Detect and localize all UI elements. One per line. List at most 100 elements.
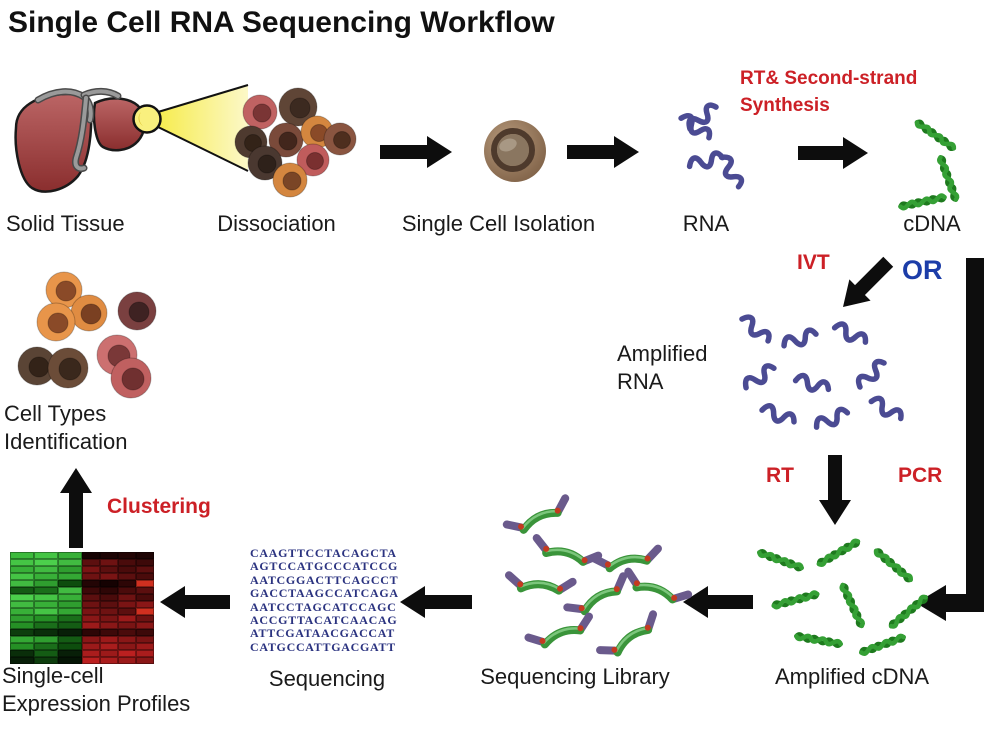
or-elbow-arrow [916,258,984,621]
cdna-helices [900,120,958,208]
heatmap-cell [34,629,58,636]
cell [272,162,308,198]
heatmap-cell [136,566,154,573]
heatmap-cell [100,650,118,657]
heatmap-cell [58,580,82,587]
heatmap-cell [82,580,100,587]
heatmap-cell [82,594,100,601]
liver-illustration [14,87,146,193]
heatmap-cell [10,601,34,608]
amplified-rna-squiggles [739,314,904,432]
heatmap-cell [100,580,118,587]
label-expression-profiles-line1: Single-cell [2,663,104,688]
heatmap-cell [100,552,118,559]
heatmap-cell [82,657,100,664]
heatmap-cell [58,559,82,566]
label-sequencing: Sequencing [268,666,386,691]
heatmap-cell [10,636,34,643]
cell [323,122,357,156]
heatmap-cell [82,629,100,636]
heatmap [10,552,154,664]
heatmap-cell [136,629,154,636]
heatmap-cell [10,650,34,657]
arrow-sequencing-to-profiles [160,586,230,618]
heatmap-cell [118,580,136,587]
label-sequencing-library: Sequencing Library [480,664,670,689]
heatmap-cell [58,566,82,573]
single-cell-illustration [484,120,546,182]
label-rt: RT [766,464,794,487]
heatmap-cell [34,566,58,573]
dissociated-cells [234,87,357,198]
rna-squiggles [678,102,744,189]
label-cell-types-line1: Cell Types [4,401,107,426]
arrow-cdna-to-library [683,586,753,618]
heatmap-cell [58,552,82,559]
heatmap-cell [10,615,34,622]
heatmap-cell [136,601,154,608]
heatmap-cell [34,559,58,566]
heatmap-cell [118,594,136,601]
arrow-rna-to-cdna [798,137,868,169]
rt-down-arrow [819,455,851,525]
label-amplified-rna-line2: RNA [617,368,664,394]
label-cdna: cDNA [903,211,961,236]
heatmap-cell [58,601,82,608]
heatmap-cell [118,587,136,594]
heatmap-cell [10,657,34,664]
arrow-isolation-to-rna [567,136,639,168]
sequencing-read: GACCTAAGCCATCAGA [250,586,399,601]
heatmap-cell [82,552,100,559]
heatmap-cell [82,622,100,629]
heatmap-cell [118,657,136,664]
heatmap-cell [136,608,154,615]
label-expression-profiles: Single-cell Expression Profiles [2,662,190,717]
heatmap-cell [82,566,100,573]
heatmap-cell [34,636,58,643]
label-ivt: IVT [797,251,830,274]
heatmap-cell [58,587,82,594]
sequencing-read: ATTCGATAACGACCAT [250,626,395,641]
heatmap-cell [82,643,100,650]
heatmap-cell [118,559,136,566]
sequencing-reads: CAAGTTCCTACAGCTA AGTCCATGCCCATCCG AATCGG… [250,546,400,654]
heatmap-cell [58,622,82,629]
heatmap-cell [10,580,34,587]
cell [268,122,304,158]
magnifier-circle [132,104,162,134]
label-rt-second-strand-line2: Synthesis [740,94,830,116]
heatmap-cell [136,643,154,650]
heatmap-cell [136,636,154,643]
heatmap-cell [10,608,34,615]
heatmap-cell [118,636,136,643]
heatmap-cell [136,552,154,559]
heatmap-cell [136,615,154,622]
heatmap-cell [100,566,118,573]
heatmap-cell [100,573,118,580]
heatmap-cell [118,608,136,615]
heatmap-cell [34,650,58,657]
cell [45,271,83,309]
sequencing-library-fragments [507,497,689,660]
sequencing-read: AATCGGACTTCAGCCT [250,572,399,587]
heatmap-cell [136,657,154,664]
heatmap-cell [100,643,118,650]
heatmap-cell [100,608,118,615]
arrow-dissociation-to-isolation [380,136,452,168]
label-amplified-rna: Amplified RNA [617,340,707,395]
heatmap-cell [58,573,82,580]
heatmap-cell [118,601,136,608]
page-title: Single Cell RNA Sequencing Workflow [8,6,555,39]
heatmap-cell [100,636,118,643]
heatmap-cell [58,650,82,657]
heatmap-cell [118,643,136,650]
heatmap-cell [34,601,58,608]
label-clustering: Clustering [107,495,211,518]
heatmap-cell [10,573,34,580]
sequencing-read: AGTCCATGCCCATCCG [250,559,399,574]
cell-types-cluster [17,271,157,399]
cell [117,291,157,331]
heatmap-cell [100,594,118,601]
heatmap-cell [136,650,154,657]
